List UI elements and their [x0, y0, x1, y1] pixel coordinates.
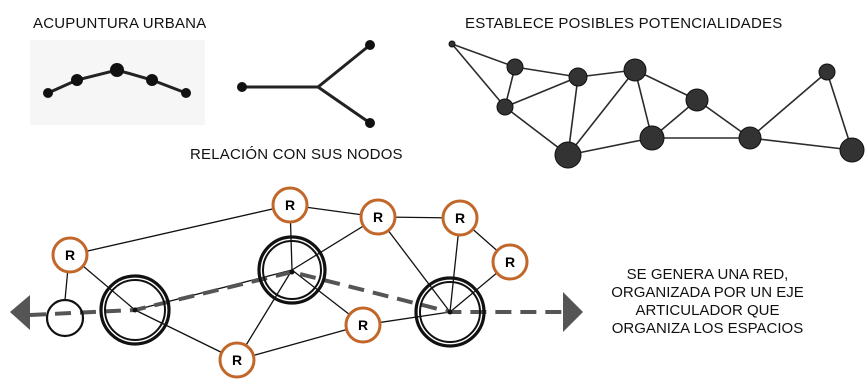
- r-node-label: R: [358, 317, 368, 333]
- branch-node: [365, 40, 375, 50]
- r-node: R: [491, 243, 529, 281]
- chain-node: [146, 74, 158, 86]
- axis-arrow-left: [10, 295, 30, 330]
- sketch-paper-1: [30, 40, 205, 125]
- label-establece-potencialidades: ESTABLECE POSIBLES POTENCIALIDADES: [465, 15, 783, 29]
- large-node: [257, 235, 327, 305]
- chain-node: [110, 63, 124, 77]
- r-node-label: R: [455, 210, 465, 226]
- main-nodes: [45, 235, 486, 348]
- red-line-3: ARTICULADOR QUE: [635, 302, 780, 319]
- r-node-label: R: [505, 254, 515, 270]
- r-node-label: R: [285, 197, 295, 213]
- acupuntura-sketch: [30, 40, 205, 125]
- potential-node: [554, 141, 582, 169]
- r-node: R: [359, 198, 397, 236]
- r-node-label: R: [373, 209, 383, 225]
- red-line-1: SE GENERA UNA RED,: [626, 266, 789, 283]
- large-node: [414, 276, 486, 348]
- potential-node: [639, 125, 665, 151]
- r-node: R: [218, 341, 256, 379]
- axis-arrow-right: [563, 292, 583, 332]
- red-line-2: ORGANIZADA POR UN EJE: [611, 284, 804, 301]
- potencialidades-nodes: [448, 40, 865, 169]
- large-node-inner-ring: [419, 281, 481, 343]
- small-node: [45, 298, 85, 338]
- potential-node: [448, 40, 456, 48]
- r-node: R: [51, 236, 89, 274]
- label-red-description: SE GENERA UNA RED, ORGANIZADA POR UN EJE…: [585, 266, 830, 350]
- chain-node: [181, 88, 191, 98]
- red-line-4: ORGANIZA LOS ESPACIOS: [611, 320, 804, 337]
- potential-node: [818, 63, 836, 81]
- label-acupuntura-urbana: ACUPUNTURA URBANA: [33, 15, 207, 29]
- r-node-label: R: [65, 247, 75, 263]
- large-node: [99, 274, 171, 346]
- potential-node: [568, 67, 588, 87]
- r-node: R: [441, 199, 479, 237]
- chain-node: [71, 74, 83, 86]
- potential-node: [496, 98, 514, 116]
- branch-node: [365, 118, 375, 128]
- branch-node: [237, 82, 247, 92]
- articulating-axis: [10, 269, 583, 332]
- node-center-dots: [132, 269, 453, 315]
- potential-node: [839, 137, 865, 163]
- potential-node: [623, 58, 647, 82]
- r-node-label: R: [232, 352, 242, 368]
- potential-node: [738, 126, 762, 150]
- large-node-inner-ring: [104, 279, 166, 341]
- label-relacion-nodos: RELACIÓN CON SUS NODOS: [190, 146, 403, 160]
- r-node: R: [344, 306, 382, 344]
- branch-line: [242, 43, 371, 89]
- chain-node: [43, 88, 53, 98]
- large-node-inner-ring: [262, 240, 322, 300]
- relacion-sketch: [237, 40, 375, 128]
- potential-node: [506, 58, 524, 76]
- potential-node: [685, 88, 709, 112]
- r-node: R: [271, 186, 309, 224]
- branch-line: [317, 85, 371, 125]
